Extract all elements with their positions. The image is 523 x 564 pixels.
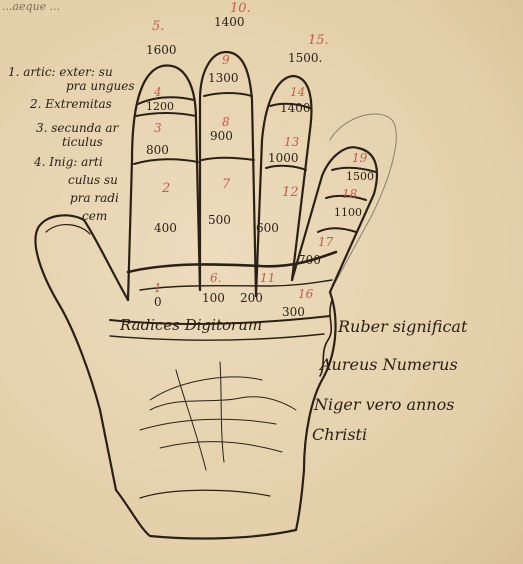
cell-red: 12 <box>282 185 299 200</box>
little-joint <box>318 228 356 232</box>
cell-black: 400 <box>154 221 177 235</box>
cell-red: 11 <box>260 271 275 285</box>
header-year: 1600 <box>146 43 177 57</box>
caption-line: Aureus Numerus <box>318 355 458 374</box>
finger-base-line <box>110 334 324 340</box>
cell-black: 1500 <box>346 170 374 183</box>
palm-line <box>150 377 262 400</box>
cell-black: 1000 <box>268 151 299 165</box>
wrist-crease <box>140 490 270 498</box>
cell-red: 14 <box>290 85 305 99</box>
cell-red: 2 <box>161 181 170 196</box>
palm-line <box>160 442 282 452</box>
cell-red: 3 <box>154 121 162 135</box>
left-note-line: 3. secunda ar <box>36 121 120 135</box>
header-red-number: 5. <box>152 19 164 34</box>
middle-joint <box>202 158 254 160</box>
header-year: 1400 <box>214 15 245 29</box>
pencil-outline <box>330 114 396 292</box>
left-note-line: culus su <box>68 173 118 187</box>
ring-joint <box>266 166 306 170</box>
left-note-line: ticulus <box>62 135 103 149</box>
left-note-line: 4. Inig: arti <box>33 155 103 169</box>
thumb-outline <box>35 215 128 490</box>
left-note-line: cem <box>82 209 107 223</box>
index-joint <box>134 159 198 164</box>
cell-red: 7 <box>222 177 231 192</box>
cell-red: 6. <box>210 271 221 285</box>
cell-black: 300 <box>282 305 305 319</box>
header-red-number: 15. <box>308 33 329 48</box>
cell-black: 1400 <box>280 101 311 115</box>
cell-black: 500 <box>208 213 231 227</box>
cell-red: 16 <box>298 287 314 301</box>
top-fragment: ...aeque ... <box>2 0 60 13</box>
cell-red: 19 <box>352 151 368 165</box>
cell-black: 0 <box>154 295 162 309</box>
thumb-nail <box>46 225 90 234</box>
cell-black: 1200 <box>146 100 174 113</box>
cell-black: 900 <box>210 129 233 143</box>
cell-black: 100 <box>202 291 225 305</box>
cell-red: 17 <box>318 235 334 249</box>
header-year: 1500. <box>288 51 322 65</box>
left-note-line: pra ungues <box>66 79 135 93</box>
cell-red: 18 <box>342 187 358 201</box>
left-note-line: pra radi <box>70 191 119 205</box>
cell-red: 1 <box>154 281 162 295</box>
caption-line: Niger vero annos <box>313 395 454 414</box>
caption-line: Christi <box>312 425 367 444</box>
cell-red: 9 <box>222 53 230 67</box>
left-note-line: 2. Extremitas <box>29 97 112 111</box>
left-note-line: 1. artic: exter: su <box>8 65 113 79</box>
cell-black: 1100 <box>334 206 362 219</box>
cell-red: 13 <box>284 135 300 149</box>
cell-black: 600 <box>256 221 279 235</box>
index-joint <box>136 113 196 116</box>
cell-red: 8 <box>222 115 230 129</box>
left-notes: 1. artic: exter: su pra ungues 2. Extrem… <box>8 65 135 223</box>
header-red-number: 10. <box>230 1 251 16</box>
cell-red: 4 <box>153 85 162 99</box>
palm-line <box>140 419 276 430</box>
caption-line: Ruber significat <box>337 317 468 336</box>
middle-joint <box>204 93 252 96</box>
palm-line <box>150 397 296 410</box>
middle-finger-outline <box>200 52 256 296</box>
cell-black: 700 <box>298 253 321 267</box>
cell-black: 800 <box>146 143 169 157</box>
cell-black: 200 <box>240 291 263 305</box>
cell-black: 1300 <box>208 71 239 85</box>
base-label: Radices Digitorum <box>119 316 262 334</box>
